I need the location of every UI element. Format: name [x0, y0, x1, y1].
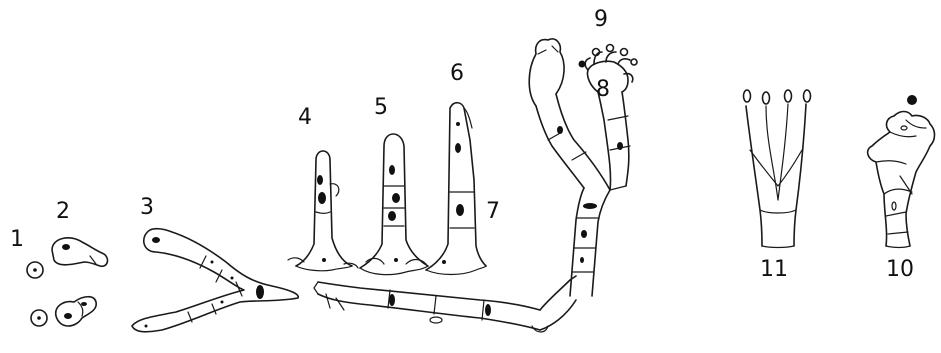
stage-5-conidiophore: [360, 134, 428, 275]
label-8: 8: [596, 77, 610, 102]
main-hypha: [314, 276, 576, 332]
label-1: 1: [10, 227, 24, 252]
label-2: 2: [56, 199, 70, 224]
stage-10-structure: [868, 95, 935, 248]
label-6: 6: [450, 61, 464, 86]
label-4: 4: [298, 105, 312, 130]
label-3: 3: [140, 195, 154, 220]
stage-3-branched-hypha: [132, 229, 298, 332]
label-11: 11: [760, 257, 788, 282]
stage-8-9-conidiophore: [529, 39, 637, 296]
label-5: 5: [374, 95, 388, 120]
stage-2-germinating-spores: [52, 238, 107, 326]
stage-1-spores: [27, 262, 47, 326]
label-9: 9: [594, 7, 608, 32]
stage-6-conidiophore: [426, 103, 486, 275]
stage-11-structure: [744, 90, 811, 248]
stage-4-conidiophore: [288, 151, 358, 271]
label-7: 7: [486, 199, 500, 224]
label-10: 10: [886, 257, 914, 282]
